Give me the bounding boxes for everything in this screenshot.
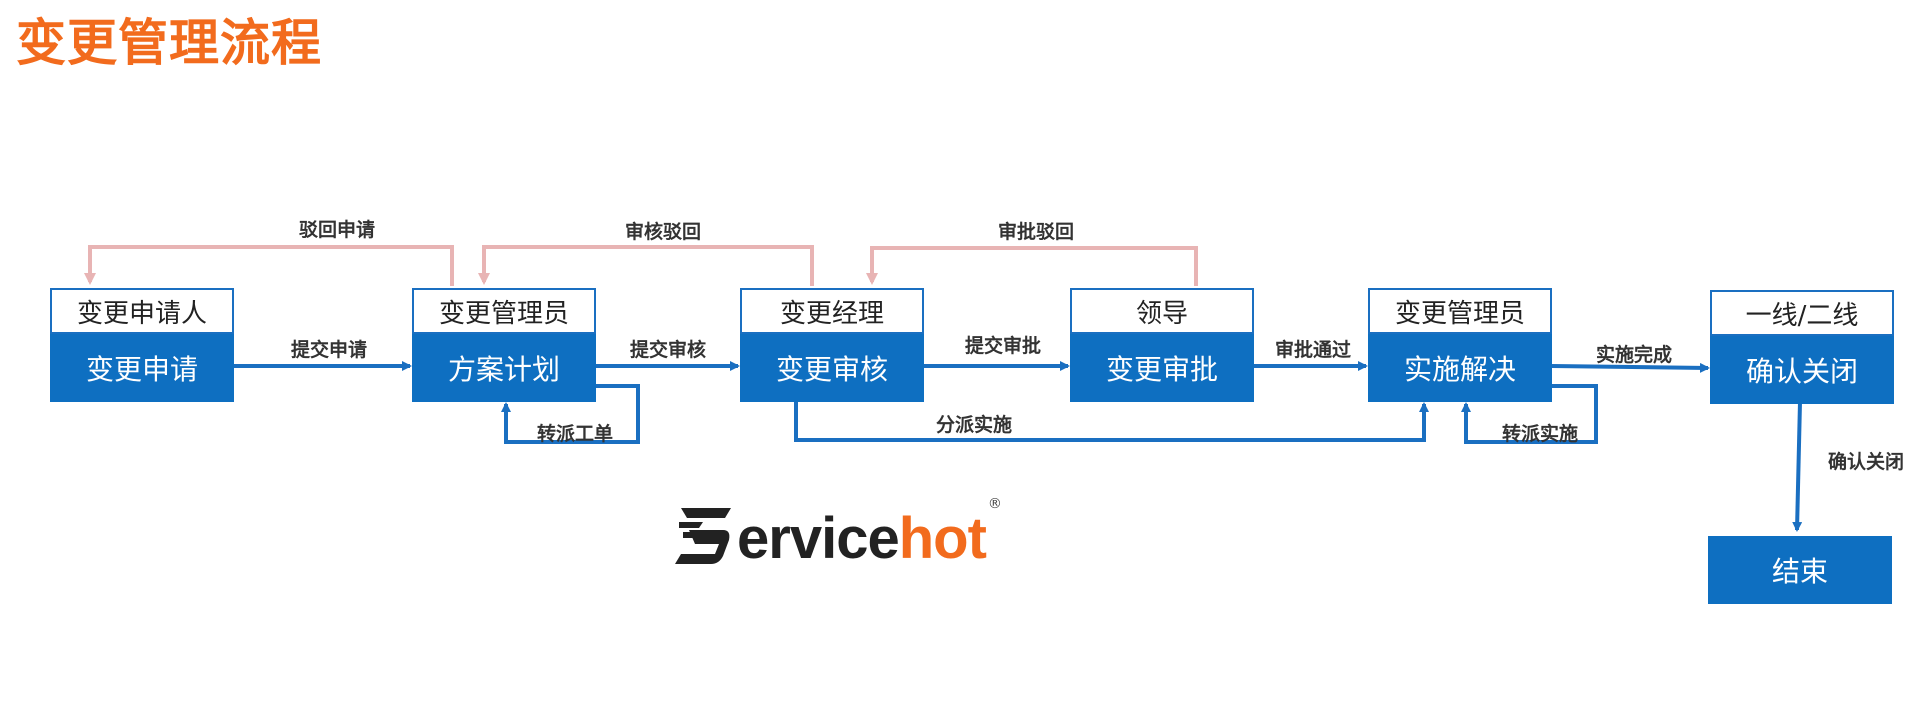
step-end: 结束 [1708, 536, 1892, 604]
role-box-change-admin-2: 变更管理员 [1368, 288, 1552, 334]
reject-label-2: 审核驳回 [624, 221, 702, 243]
loop-label-dispatch: 分派实施 [935, 414, 1013, 436]
logo-text-orange: hot [898, 506, 987, 571]
servicehot-logo: ervice hot ® [673, 488, 1002, 568]
logo-s-icon [675, 508, 731, 564]
step-confirm-close: 确认关闭 [1710, 336, 1894, 404]
step-approval: 变更审批 [1070, 334, 1254, 402]
forward-label-1: 提交申请 [290, 339, 368, 361]
reassign-plan-loop [501, 384, 640, 444]
forward-arrow-5 [1551, 362, 1710, 373]
step-review: 变更审核 [740, 334, 924, 402]
loop-label-confirm-close: 确认关闭 [1827, 451, 1905, 473]
role-box-change-manager: 变更经理 [740, 288, 924, 334]
dispatch-loop [794, 400, 1429, 442]
loop-label-reassign-plan: 转派工单 [536, 423, 614, 445]
role-box-change-admin-1: 变更管理员 [412, 288, 596, 334]
forward-label-4: 审批通过 [1274, 339, 1352, 361]
forward-label-3: 提交审批 [964, 335, 1042, 357]
step-change-request: 变更申请 [50, 334, 234, 402]
reject-arrow-3 [866, 246, 1198, 286]
role-box-leader: 领导 [1070, 288, 1254, 334]
reassign-impl-loop [1461, 384, 1598, 444]
loop-label-reassign-impl: 转派实施 [1501, 423, 1579, 445]
confirm-close-arrow [1792, 401, 1803, 532]
forward-label-5: 实施完成 [1595, 344, 1673, 366]
step-plan: 方案计划 [412, 334, 596, 402]
reject-label-3: 审批驳回 [997, 221, 1075, 243]
forward-label-2: 提交审核 [629, 339, 707, 361]
page-title: 变更管理流程 [16, 14, 322, 72]
logo-registered-mark: ® [987, 496, 1002, 512]
reject-arrow-1 [84, 245, 454, 286]
logo-text-dark: ervice [737, 506, 900, 571]
role-box-support-line: 一线/二线 [1710, 290, 1894, 336]
reject-label-1: 驳回申请 [298, 219, 376, 241]
step-implement: 实施解决 [1368, 334, 1552, 402]
reject-arrow-2 [478, 245, 814, 286]
role-box-applicant: 变更申请人 [50, 288, 234, 334]
